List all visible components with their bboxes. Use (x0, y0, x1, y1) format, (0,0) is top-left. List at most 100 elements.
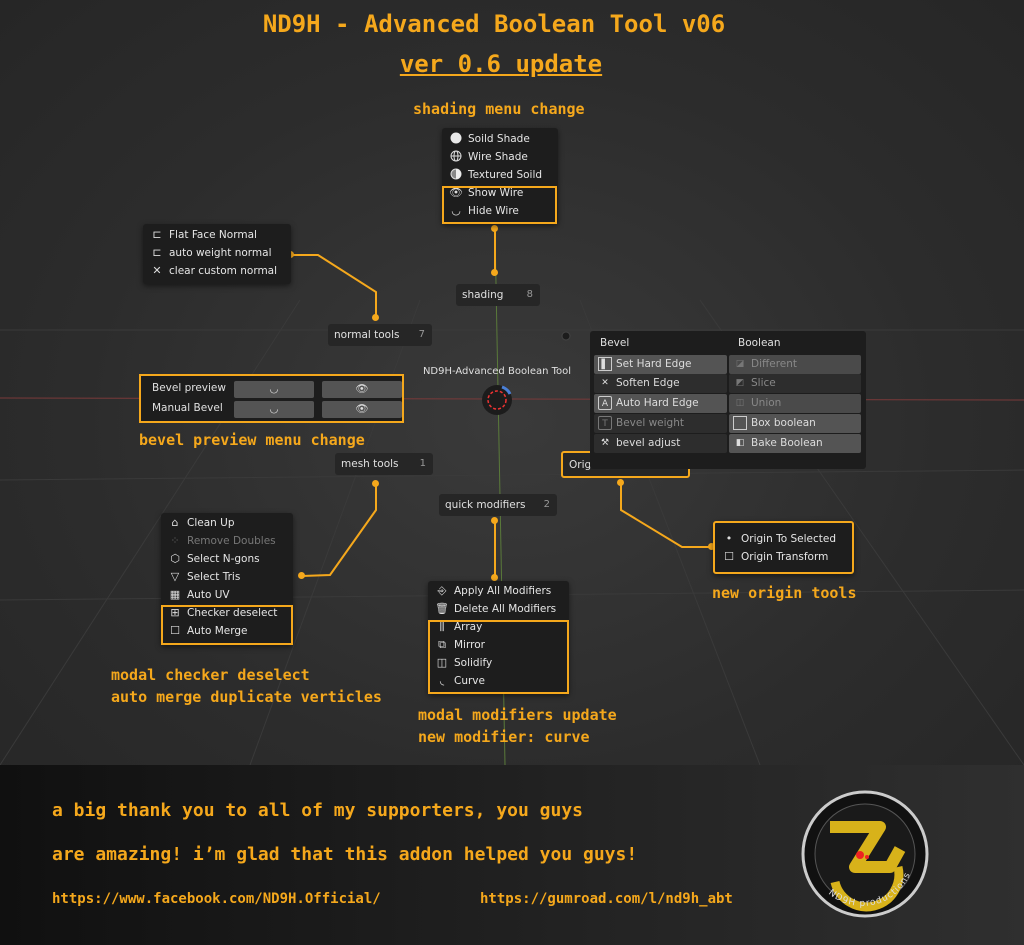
menu-item-flat-face-normal[interactable]: ⊏ Flat Face Normal (143, 226, 291, 244)
boolean-header: Boolean (738, 337, 781, 349)
connector-dot (372, 314, 379, 321)
menu-item-apply-all-modifiers[interactable]: ⎆Apply All Modifiers (428, 582, 569, 600)
trash-icon: 🗑 (435, 602, 449, 615)
nd9h-logo: ND9H productions (801, 790, 929, 918)
slice-icon: ◩ (735, 378, 745, 388)
menu-item-origin-to-selected[interactable]: •Origin To Selected (715, 530, 852, 548)
annotation-checker: modal checker deselect (111, 666, 310, 684)
connector-dot (372, 480, 379, 487)
pie-center-label: ND9H-Advanced Boolean Tool (422, 366, 572, 377)
connector-dot (298, 572, 305, 579)
bevel-header: Bevel (600, 337, 630, 349)
menu-item-checker-deselect[interactable]: ⊞Checker deselect (161, 604, 293, 622)
checkbox-icon: ☐ (170, 624, 180, 637)
manual-bevel-show-button[interactable]: 👁 (322, 401, 402, 418)
set-hard-edge-button[interactable]: ▌Set Hard Edge (594, 355, 727, 374)
page-subtitle: ver 0.6 update (399, 50, 603, 78)
manual-bevel-label: Manual Bevel (152, 402, 223, 414)
mirror-icon: ⧉ (438, 638, 446, 651)
menu-item-auto-weight-normal[interactable]: ⊏ auto weight normal (143, 244, 291, 262)
menu-item-show-wire[interactable]: 👁 Show Wire (442, 184, 558, 202)
pie-direction-dot (561, 331, 571, 341)
eye-icon: 👁 (355, 403, 369, 415)
flat-normal-icon: ⊏ (152, 228, 162, 241)
menu-item-clean-up[interactable]: ⌂Clean Up (161, 514, 293, 532)
box-boolean-button[interactable]: Box boolean (729, 414, 861, 433)
gumroad-link[interactable]: https://gumroad.com/l/nd9h_abt (480, 891, 733, 907)
mesh-menu: ⌂Clean Up ⁘Remove Doubles ⬡Select N-gons… (161, 513, 293, 645)
bevel-preview-show-button[interactable]: 👁 (322, 381, 402, 398)
menu-item-solidify[interactable]: ◫Solidify (428, 654, 569, 672)
curve-icon: ◟ (439, 674, 445, 687)
menu-item-hide-wire[interactable]: ◡ Hide Wire (442, 202, 558, 220)
bake-boolean-button[interactable]: ◧Bake Boolean (729, 434, 861, 453)
manual-bevel-toggle[interactable]: ◡ (234, 401, 314, 418)
connector-mesh (301, 484, 377, 577)
bevel-adjust-button[interactable]: ⚒bevel adjust (594, 434, 727, 453)
connector-dot (491, 517, 498, 524)
menu-item-delete-all-modifiers[interactable]: 🗑Delete All Modifiers (428, 600, 569, 618)
annotation-origin: new origin tools (712, 584, 857, 602)
weight-normal-icon: ⊏ (152, 246, 162, 259)
annotation-modifiers: modal modifiers update (418, 706, 617, 724)
triangle-icon: ▽ (170, 570, 180, 583)
menu-item-array[interactable]: ⫼Array (428, 618, 569, 636)
boolean-slice-button[interactable]: ◩Slice (729, 374, 861, 393)
eye-icon: 👁 (355, 383, 369, 395)
connector-dot (491, 269, 498, 276)
menu-item-select-ngons[interactable]: ⬡Select N-gons (161, 550, 293, 568)
menu-item-mirror[interactable]: ⧉Mirror (428, 636, 569, 654)
boolean-union-button[interactable]: ◫Union (729, 394, 861, 413)
checkbox-icon: ☐ (724, 550, 734, 563)
connector-dot (708, 543, 715, 550)
difference-icon: ◪ (735, 359, 745, 369)
bevel-preview-label: Bevel preview (152, 382, 226, 394)
hexagon-icon: ⬡ (170, 552, 180, 565)
union-icon: ◫ (735, 398, 745, 408)
textured-sphere-icon (449, 166, 463, 184)
hard-edge-icon: ▌ (598, 357, 612, 371)
menu-item-solid-shade[interactable]: Soild Shade (442, 130, 558, 148)
footer-line-1: a big thank you to all of my supporters,… (52, 800, 584, 821)
soften-edge-button[interactable]: ✕Soften Edge (594, 374, 727, 393)
menu-item-origin-transform[interactable]: ☐Origin Transform (715, 548, 852, 566)
eye-icon: 👁 (449, 186, 463, 199)
bevel-preview-toggle[interactable]: ◡ (234, 381, 314, 398)
eye-closed-icon: ◡ (451, 204, 461, 217)
text-t-icon: T (598, 416, 612, 430)
annotation-bevel: bevel preview menu change (139, 431, 365, 449)
solid-sphere-icon (449, 130, 463, 148)
menu-item-wire-shade[interactable]: Wire Shade (442, 148, 558, 166)
annotation-shading: shading menu change (413, 100, 585, 118)
box-icon (733, 416, 747, 430)
menu-item-auto-uv[interactable]: ▦Auto UV (161, 586, 293, 604)
solidify-icon: ◫ (436, 656, 448, 669)
connector-dot (491, 574, 498, 581)
annotation-curve: new modifier: curve (418, 728, 590, 746)
boolean-different-button[interactable]: ◪Different (729, 355, 861, 374)
bevel-preview-panel: Bevel preview ◡ 👁 Manual Bevel ◡ 👁 (139, 374, 404, 423)
menu-item-remove-doubles[interactable]: ⁘Remove Doubles (161, 532, 293, 550)
origin-menu: •Origin To Selected ☐Origin Transform (713, 521, 854, 574)
menu-item-textured-solid[interactable]: Textured Soild (442, 166, 558, 184)
auto-a-icon: A (598, 396, 612, 410)
bevel-boolean-panel: Bevel Boolean ▌Set Hard Edge ✕Soften Edg… (590, 331, 866, 469)
viewport: ND9H - Advanced Boolean Tool v06 ver 0.6… (0, 0, 1024, 765)
menu-item-auto-merge[interactable]: ☐Auto Merge (161, 622, 293, 640)
menu-item-select-tris[interactable]: ▽Select Tris (161, 568, 293, 586)
facebook-link[interactable]: https://www.facebook.com/ND9H.Official/ (52, 891, 381, 907)
footer: a big thank you to all of my supporters,… (0, 765, 1024, 945)
close-icon: ✕ (152, 264, 162, 277)
grid-icon: ⊞ (170, 606, 180, 619)
wrench-icon: ⚒ (600, 438, 610, 448)
normal-menu: ⊏ Flat Face Normal ⊏ auto weight normal … (143, 224, 291, 284)
footer-line-2: are amazing! i’m glad that this addon he… (52, 844, 638, 865)
menu-item-clear-custom-normal[interactable]: ✕ clear custom normal (143, 262, 291, 280)
menu-item-curve[interactable]: ◟Curve (428, 672, 569, 690)
